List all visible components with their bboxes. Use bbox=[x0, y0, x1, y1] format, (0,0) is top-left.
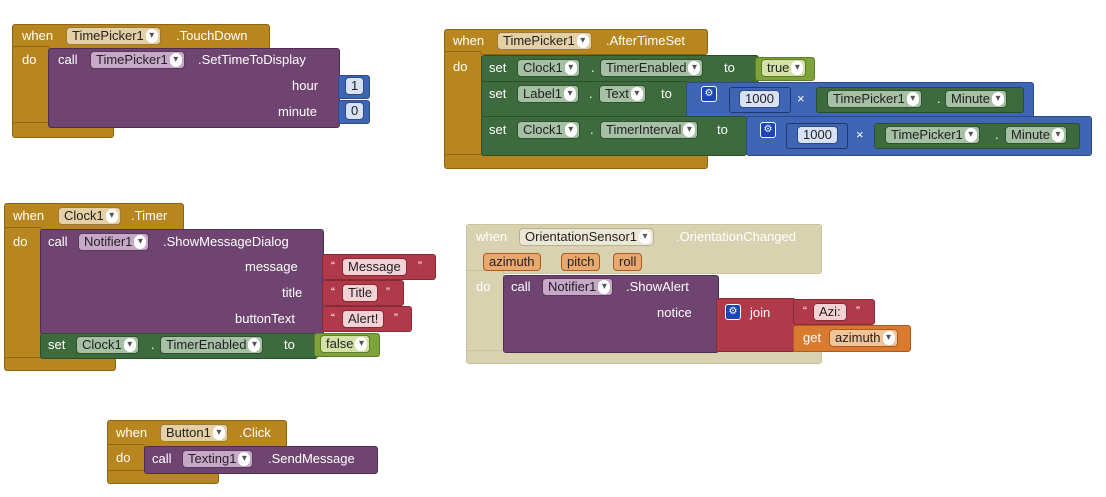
component-dropdown[interactable]: TimePicker1 bbox=[66, 27, 161, 45]
getter-component-dropdown[interactable]: TimePicker1 bbox=[827, 90, 922, 108]
event-param-azimuth[interactable]: azimuth bbox=[483, 253, 541, 271]
method-name: .SendMessage bbox=[268, 451, 355, 466]
call-keyword: call bbox=[511, 279, 531, 294]
close-quote: ” bbox=[856, 304, 860, 318]
call-component-dropdown[interactable]: Notifier1 bbox=[78, 233, 150, 251]
call-component-dropdown[interactable]: TimePicker1 bbox=[90, 51, 185, 69]
component-dropdown[interactable]: OrientationSensor1 bbox=[519, 228, 655, 246]
do-keyword: do bbox=[476, 279, 491, 294]
to-keyword: to bbox=[284, 337, 295, 352]
call-keyword: call bbox=[152, 451, 172, 466]
getter-component-dropdown[interactable]: TimePicker1 bbox=[885, 126, 980, 144]
component-dropdown[interactable]: TimePicker1 bbox=[497, 32, 592, 50]
minute-value[interactable]: 0 bbox=[345, 102, 365, 120]
dot: . bbox=[995, 127, 999, 142]
boolean-dropdown[interactable]: true bbox=[761, 59, 807, 77]
arg-label-message: message bbox=[245, 259, 298, 274]
set-component-dropdown[interactable]: Clock1 bbox=[517, 59, 580, 77]
arg-label-buttontext: buttonText bbox=[235, 311, 295, 326]
component-dropdown[interactable]: Button1 bbox=[160, 424, 228, 442]
text-value[interactable]: Azi: bbox=[813, 303, 847, 321]
method-name: .SetTimeToDisplay bbox=[198, 52, 306, 67]
set-block-label-text[interactable] bbox=[481, 81, 689, 118]
set-keyword: set bbox=[489, 122, 507, 137]
arg-label-notice: notice bbox=[657, 305, 692, 320]
number-value[interactable]: 1000 bbox=[739, 90, 780, 108]
set-component-dropdown[interactable]: Clock1 bbox=[517, 121, 580, 139]
set-keyword: set bbox=[48, 337, 66, 352]
when-keyword: when bbox=[22, 28, 54, 43]
set-component-dropdown[interactable]: Label1 bbox=[517, 85, 580, 103]
close-quote: ” bbox=[418, 259, 422, 273]
close-quote: ” bbox=[386, 285, 390, 299]
event-name: .TouchDown bbox=[176, 28, 248, 43]
when-keyword: when bbox=[13, 208, 45, 223]
mutator-gear-icon[interactable]: ⚙ bbox=[760, 122, 776, 138]
set-keyword: set bbox=[489, 86, 507, 101]
do-keyword: do bbox=[453, 59, 468, 74]
call-component-dropdown[interactable]: Notifier1 bbox=[542, 278, 614, 296]
dot: . bbox=[151, 337, 155, 352]
variable-dropdown[interactable]: azimuth bbox=[829, 329, 898, 347]
call-keyword: call bbox=[48, 234, 68, 249]
when-keyword: when bbox=[453, 33, 485, 48]
open-quote: “ bbox=[331, 285, 335, 299]
arg-label-hour: hour bbox=[292, 78, 319, 93]
dot: . bbox=[589, 86, 593, 101]
event-name: .OrientationChanged bbox=[676, 229, 796, 244]
close-quote: ” bbox=[394, 311, 398, 325]
event-name: .AfterTimeSet bbox=[606, 33, 685, 48]
set-property-dropdown[interactable]: Text bbox=[599, 85, 646, 103]
set-component-dropdown[interactable]: Clock1 bbox=[76, 336, 139, 354]
to-keyword: to bbox=[717, 122, 728, 137]
mutator-gear-icon[interactable]: ⚙ bbox=[701, 86, 717, 102]
do-keyword: do bbox=[116, 450, 131, 465]
to-keyword: to bbox=[661, 86, 672, 101]
event-name: .Timer bbox=[131, 208, 168, 223]
open-quote: “ bbox=[803, 304, 807, 318]
set-property-dropdown[interactable]: TimerEnabled bbox=[160, 336, 264, 354]
when-keyword: when bbox=[476, 229, 508, 244]
dot: . bbox=[590, 122, 594, 137]
do-keyword: do bbox=[13, 234, 28, 249]
call-keyword: call bbox=[58, 52, 78, 67]
multiply-sign: × bbox=[856, 127, 864, 142]
arg-label-title: title bbox=[282, 285, 303, 300]
do-keyword: do bbox=[22, 52, 37, 67]
getter-property-dropdown[interactable]: Minute bbox=[1005, 126, 1068, 144]
multiply-sign: × bbox=[797, 91, 805, 106]
event-name: .Click bbox=[239, 425, 271, 440]
call-component-dropdown[interactable]: Texting1 bbox=[182, 450, 254, 468]
boolean-dropdown[interactable]: false bbox=[320, 335, 371, 353]
to-keyword: to bbox=[724, 60, 735, 75]
call-block-settimetodisplay[interactable] bbox=[48, 48, 340, 128]
join-keyword: join bbox=[750, 305, 771, 320]
text-value[interactable]: Message bbox=[342, 258, 407, 276]
get-keyword: get bbox=[803, 330, 822, 345]
component-dropdown[interactable]: Clock1 bbox=[58, 207, 121, 225]
getter-property-dropdown[interactable]: Minute bbox=[945, 90, 1008, 108]
event-param-roll[interactable]: roll bbox=[613, 253, 643, 271]
set-keyword: set bbox=[489, 60, 507, 75]
join-block[interactable] bbox=[716, 298, 796, 352]
event-param-pitch[interactable]: pitch bbox=[561, 253, 601, 271]
open-quote: “ bbox=[331, 259, 335, 273]
number-value[interactable]: 1000 bbox=[797, 126, 838, 144]
text-value[interactable]: Alert! bbox=[342, 310, 385, 328]
text-value[interactable]: Title bbox=[342, 284, 379, 302]
method-name: .ShowMessageDialog bbox=[163, 234, 289, 249]
method-name: .ShowAlert bbox=[626, 279, 689, 294]
open-quote: “ bbox=[331, 311, 335, 325]
set-property-dropdown[interactable]: TimerInterval bbox=[600, 121, 699, 139]
arg-label-minute: minute bbox=[278, 104, 318, 119]
mutator-gear-icon[interactable]: ⚙ bbox=[725, 304, 741, 320]
set-property-dropdown[interactable]: TimerEnabled bbox=[600, 59, 704, 77]
hour-value[interactable]: 1 bbox=[345, 77, 365, 95]
dot: . bbox=[591, 60, 595, 75]
dot: . bbox=[937, 91, 941, 106]
when-keyword: when bbox=[116, 425, 148, 440]
